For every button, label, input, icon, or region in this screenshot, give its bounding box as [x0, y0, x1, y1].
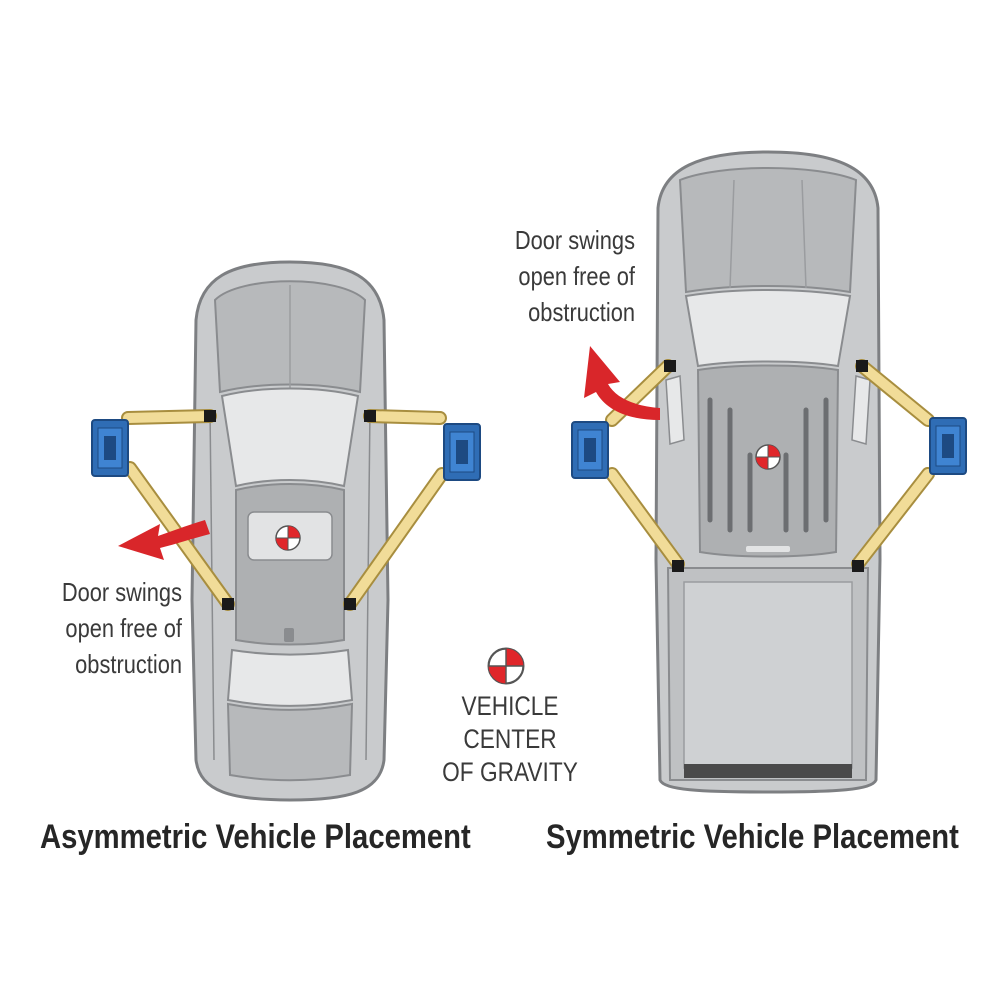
- symmetric-truck: [654, 150, 882, 794]
- center-of-gravity-icon: [275, 525, 301, 551]
- door-swing-note-right: Door swings open free of obstruction: [496, 222, 635, 330]
- legend-line: VEHICLE: [461, 691, 559, 721]
- note-line: obstruction: [75, 649, 182, 679]
- legend-line: OF GRAVITY: [442, 757, 578, 787]
- asymmetric-car: [190, 260, 390, 802]
- lift-post-icon: [929, 417, 967, 475]
- note-line: Door swings: [514, 225, 635, 255]
- center-of-gravity-legend: VEHICLE CENTER OF GRAVITY: [439, 690, 582, 789]
- symmetric-caption: Symmetric Vehicle Placement: [546, 818, 959, 856]
- note-line: Door swings: [61, 577, 182, 607]
- lift-post-icon: [443, 423, 481, 481]
- door-swing-arrow: [118, 520, 210, 560]
- center-of-gravity-legend-icon: [487, 647, 525, 685]
- lift-post-icon: [91, 419, 129, 477]
- door-swing-note-left: Door swings open free of obstruction: [48, 574, 182, 682]
- note-line: obstruction: [528, 297, 635, 327]
- asymmetric-caption: Asymmetric Vehicle Placement: [40, 818, 471, 856]
- note-line: open free of: [518, 261, 635, 291]
- lift-post-icon: [571, 421, 609, 479]
- door-swing-arrow: [584, 346, 660, 420]
- legend-line: CENTER: [463, 724, 557, 754]
- note-line: open free of: [65, 613, 182, 643]
- center-of-gravity-icon: [755, 444, 781, 470]
